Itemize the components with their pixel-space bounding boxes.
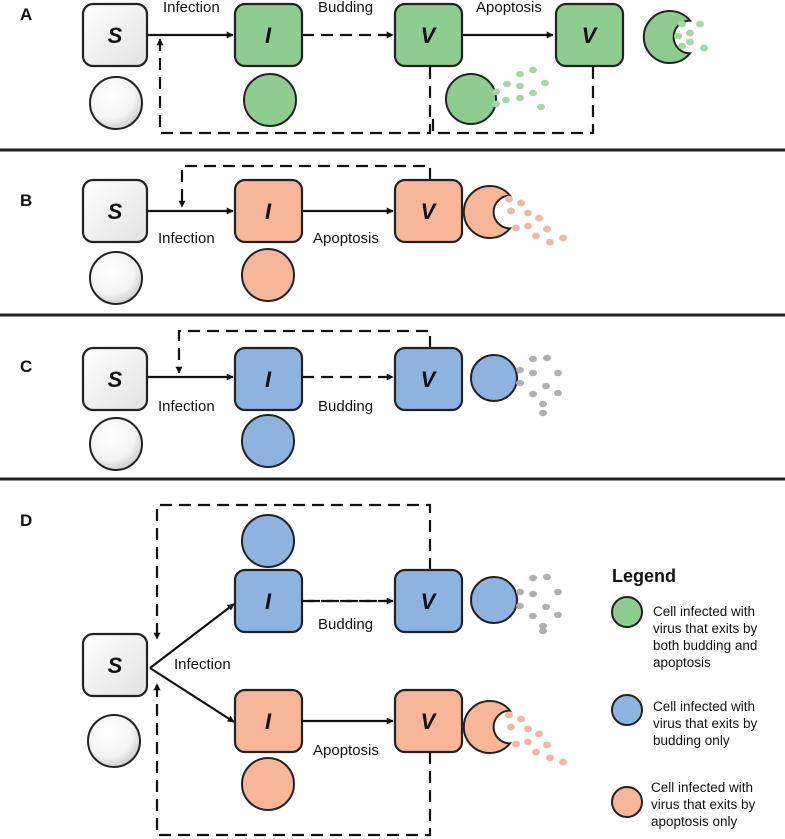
panel-a: A Infection Budding Apoptosis S I V V: [20, 0, 708, 135]
edge-label-budding: Budding: [318, 616, 373, 633]
legend-item-text: virus that exits by: [651, 797, 756, 812]
apoptotic-cell: [462, 700, 513, 754]
budding-cell: [470, 576, 518, 624]
legend-item-text: budding only: [653, 733, 730, 748]
feedback-loop: [175, 329, 432, 374]
edge-label-apoptosis: Apoptosis: [476, 0, 542, 16]
node-susceptible: [81, 346, 149, 412]
legend-title: Legend: [612, 566, 676, 586]
panel-label-b: B: [20, 191, 32, 210]
budding-cell: [445, 73, 497, 125]
node-label-s: S: [108, 653, 123, 678]
feedback-loop: [178, 164, 432, 208]
node-infected-apoptosis: [233, 688, 304, 754]
node-label-v: V: [421, 367, 438, 392]
feedback-loop-apoptosis: [153, 683, 432, 837]
node-label-v: V: [582, 23, 599, 48]
feedback-loop-budding: [153, 503, 432, 640]
legend-item-text: Cell infected with: [651, 780, 753, 795]
apoptotic-virus-particles: [505, 711, 567, 766]
panel-b: B Infection Apoptosis S I V: [20, 164, 567, 305]
node-infected: [233, 2, 304, 68]
legend: Legend Cell infected with virus that exi…: [611, 566, 758, 829]
edge-label-infection: Infection: [174, 656, 231, 673]
edge-label-budding: Budding: [318, 0, 373, 16]
healthy-cell: [89, 251, 143, 305]
legend-swatch-salmon: [611, 786, 643, 818]
apoptotic-virus-particles: [505, 195, 567, 246]
node-label-v: V: [421, 199, 438, 224]
node-susceptible: [81, 178, 149, 244]
feedback-loop-budding: [156, 38, 432, 135]
panel-label-a: A: [20, 5, 32, 24]
node-virus-producing-apoptosis: [393, 688, 464, 754]
edge-label-apoptosis: Apoptosis: [313, 230, 379, 247]
node-label-v: V: [421, 23, 438, 48]
healthy-cell: [89, 76, 143, 130]
budding-virus-particles: [492, 66, 549, 111]
node-label-i: I: [265, 589, 272, 614]
panel-label-d: D: [20, 511, 32, 530]
node-virus-producing: [554, 2, 625, 68]
legend-item-text: Cell infected with: [653, 699, 755, 714]
legend-item-text: both budding and: [653, 638, 757, 653]
node-label-s: S: [108, 367, 123, 392]
legend-item-text: virus that exits by: [653, 716, 758, 731]
node-virus-producing-budding: [393, 568, 464, 634]
node-virus-producing: [393, 346, 464, 412]
edge-label-infection: Infection: [163, 0, 220, 16]
infected-cell-budding: [241, 514, 295, 568]
node-virus-producing: [393, 2, 464, 68]
node-infected: [233, 178, 304, 244]
infected-cell-apoptosis: [241, 757, 295, 811]
edge-label-budding: Budding: [318, 398, 373, 415]
node-label-s: S: [108, 199, 123, 224]
feedback-loop-apoptosis: [431, 67, 595, 135]
legend-item-text: virus that exits by: [653, 621, 758, 636]
node-label-i: I: [265, 23, 272, 48]
infected-cell: [241, 414, 295, 468]
budding-cell: [470, 354, 518, 402]
node-infected: [233, 346, 304, 412]
panel-c: C Infection Budding S I V: [20, 329, 562, 471]
node-label-v: V: [421, 709, 438, 734]
panel-label-c: C: [20, 357, 32, 376]
legend-swatch-blue: [611, 694, 643, 726]
budding-virus-particles: [516, 354, 562, 417]
legend-item-text: apoptosis only: [651, 814, 738, 829]
infection-arrow-budding-branch: [149, 603, 235, 669]
node-label-i: I: [265, 199, 272, 224]
node-susceptible: [81, 2, 149, 68]
legend-item-text: apoptosis: [653, 655, 711, 670]
node-label-s: S: [108, 23, 123, 48]
node-susceptible: [81, 632, 149, 698]
apoptotic-cell: [642, 10, 693, 64]
panel-d: D Infection Budding Apoptosis S I V I V: [20, 503, 758, 837]
node-label-i: I: [265, 709, 272, 734]
node-infected-budding: [233, 568, 304, 634]
legend-swatch-green: [611, 596, 643, 628]
infected-cell: [241, 248, 295, 302]
budding-virus-particles: [516, 573, 562, 635]
edge-label-infection: Infection: [158, 230, 215, 247]
apoptotic-cell: [462, 185, 513, 239]
legend-item-text: Cell infected with: [653, 604, 755, 619]
edge-label-apoptosis: Apoptosis: [313, 742, 379, 759]
infection-arrow-apoptosis-branch: [149, 667, 235, 723]
healthy-cell: [87, 714, 141, 768]
node-label-i: I: [265, 367, 272, 392]
apoptotic-virus-particles: [674, 20, 708, 52]
infected-cell: [243, 73, 297, 127]
node-label-v: V: [421, 589, 438, 614]
healthy-cell: [89, 417, 143, 471]
edge-label-infection: Infection: [158, 398, 215, 415]
node-virus-producing: [393, 178, 464, 244]
